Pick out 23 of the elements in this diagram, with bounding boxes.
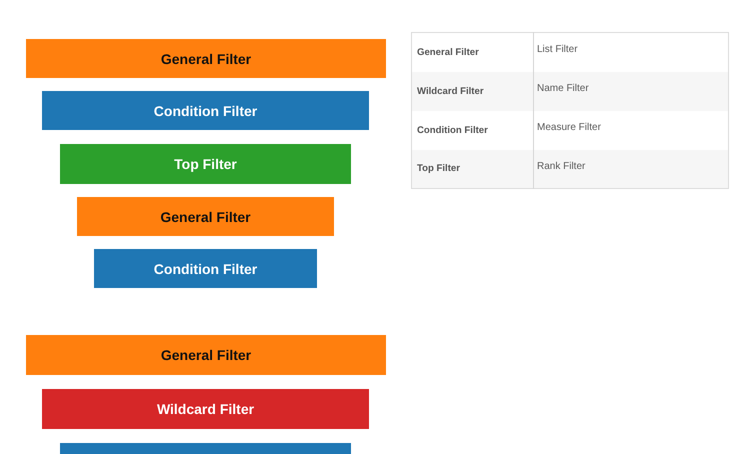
table-cell: Rank Filter [534, 150, 728, 188]
bar-label: General Filter [160, 50, 252, 66]
filter-bar [42, 389, 369, 429]
bar-label: General Filter [160, 208, 251, 224]
filter-bar [26, 335, 386, 375]
filter-bar [77, 197, 334, 236]
filter-bar [94, 249, 317, 288]
table-cell: List Filter [534, 32, 728, 72]
filter-bar [60, 144, 351, 184]
filter-bar [26, 39, 386, 78]
bar-label: Condition Filter [154, 102, 258, 118]
table-header-cell: General Filter [412, 32, 534, 72]
table-cell: Measure Filter [534, 110, 728, 150]
table-header-cell: Condition Filter [412, 110, 534, 150]
table-header-cell: Wildcard Filter [412, 72, 534, 110]
bar-label: Wildcard Filter [156, 401, 254, 417]
filter-bar [42, 91, 369, 130]
filter-bar [60, 443, 351, 454]
table-cell: Name Filter [534, 72, 728, 110]
bar-label: General Filter [160, 347, 252, 363]
bar-label: Top Filter [174, 156, 237, 172]
bar-label: Condition Filter [154, 260, 258, 276]
table-header-cell: Top Filter [412, 150, 534, 188]
